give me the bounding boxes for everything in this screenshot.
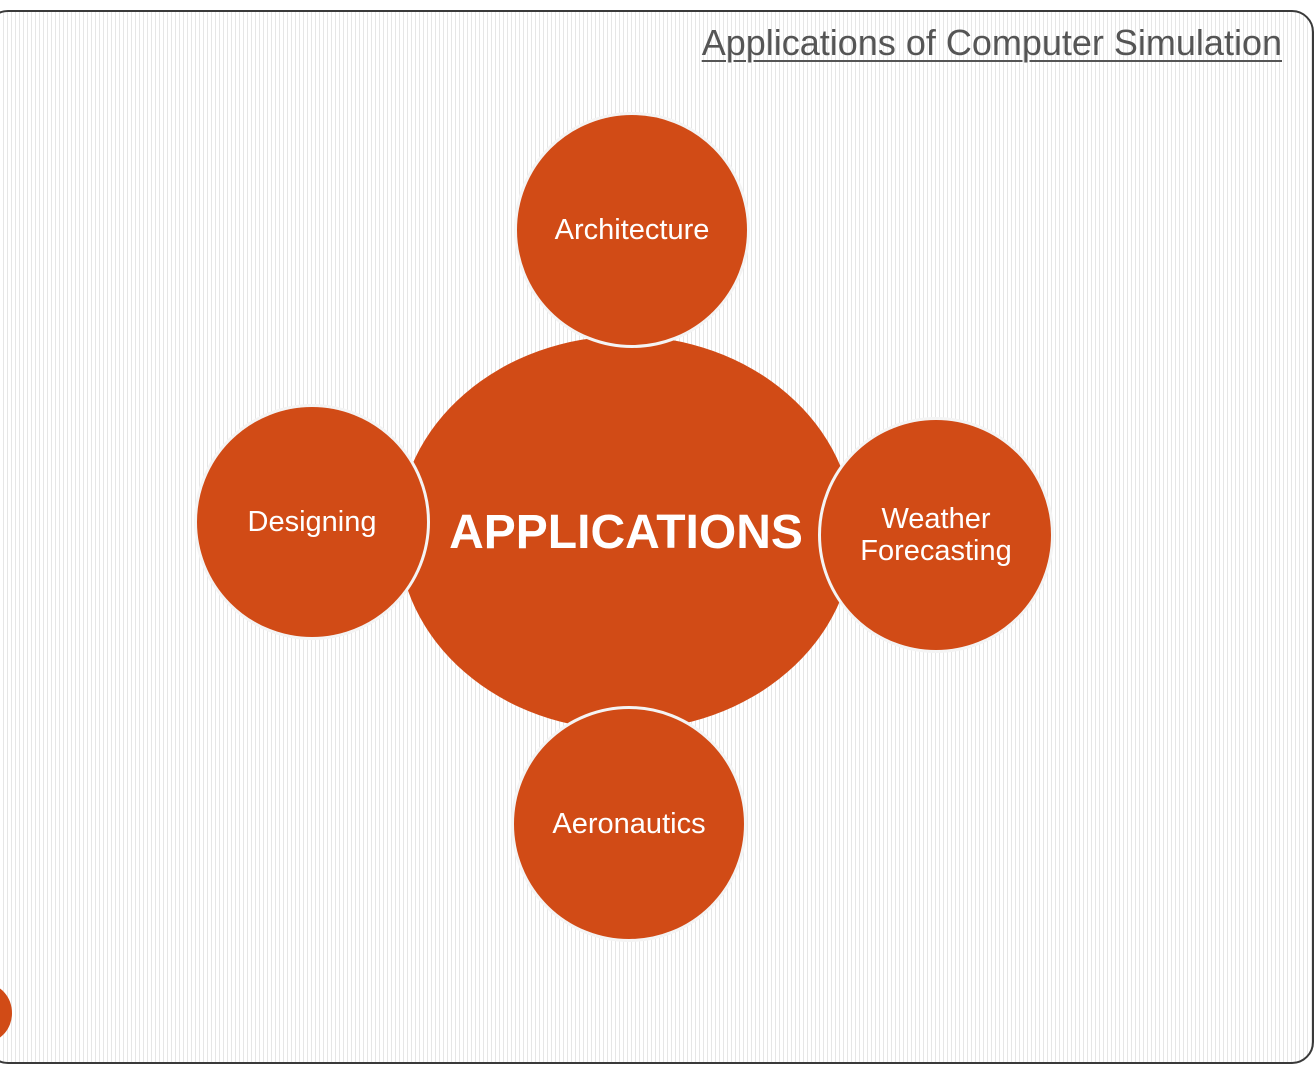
satellite-node-weather-forecasting: Weather Forecasting <box>818 417 1054 653</box>
satellite-node-designing: Designing <box>194 404 430 640</box>
slide-title: Applications of Computer Simulation <box>701 22 1282 63</box>
slide: Applications of Computer Simulation APPL… <box>0 10 1314 1064</box>
hub-node-applications: APPLICATIONS <box>398 336 854 730</box>
satellite-node-aeronautics: Aeronautics <box>511 706 747 942</box>
satellite-node-architecture: Architecture <box>514 112 750 348</box>
